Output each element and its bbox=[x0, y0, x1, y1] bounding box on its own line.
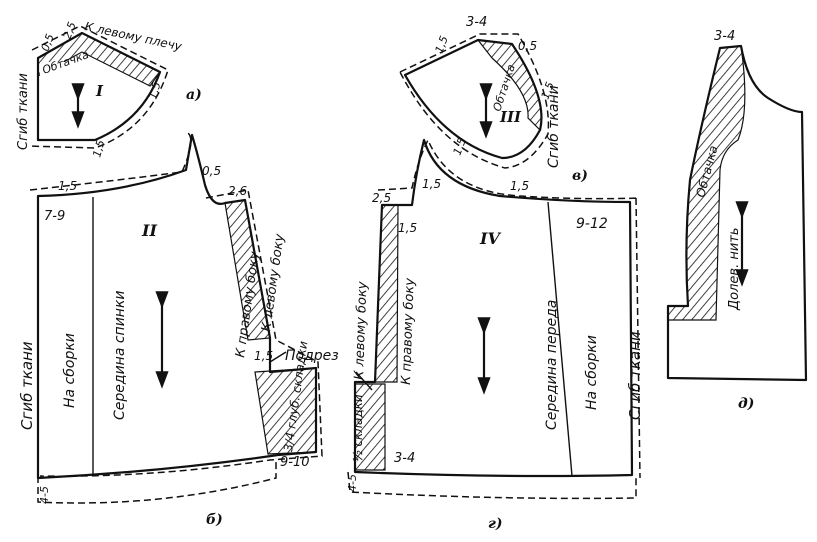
piece-a-fold-label: Сгиб ткани bbox=[16, 73, 31, 150]
piece-v-fold-label: Сгиб ткани bbox=[546, 85, 562, 168]
piece-g-m15a: 1,5 bbox=[398, 221, 417, 235]
piece-a: I Сгиб ткани К левому плечу Обтачка 0,5 … bbox=[16, 19, 202, 159]
piece-d-m34: 3-4 bbox=[714, 29, 735, 44]
piece-d-grain-label: Долев. нить bbox=[727, 227, 742, 311]
piece-v-facing-label: Обтачка bbox=[490, 63, 517, 113]
piece-b-gather-label: На сборки bbox=[62, 333, 78, 408]
figure-label-d: д) bbox=[738, 396, 754, 412]
piece-g-m912: 9-12 bbox=[576, 216, 608, 232]
piece-b-center-label: Середина спинки bbox=[112, 290, 128, 420]
piece-g-center-line bbox=[547, 201, 573, 477]
piece-g-pleat-leader bbox=[355, 371, 373, 391]
piece-d-facing-hatch bbox=[667, 45, 746, 321]
piece-v-number: III bbox=[499, 108, 522, 126]
piece-b-m15: 1,5 bbox=[58, 179, 77, 193]
piece-v-m15b: 1,5 bbox=[539, 80, 557, 101]
piece-a-facing-hatch bbox=[37, 32, 161, 87]
piece-g-m25: 2,5 bbox=[372, 191, 391, 205]
piece-a-m05: 0,5 bbox=[39, 32, 57, 53]
piece-v-m15c: 1,5 bbox=[451, 136, 469, 157]
piece-b-m15side: 1,5 bbox=[254, 349, 273, 363]
piece-v-facing-hatch bbox=[476, 39, 543, 132]
piece-g-outline bbox=[353, 138, 634, 478]
piece-g-pleat-label: ½ складки bbox=[351, 394, 365, 462]
piece-b-side-hatch bbox=[224, 199, 271, 341]
piece-v-m05: 0,5 bbox=[518, 39, 537, 53]
piece-g-hem-allowance bbox=[347, 471, 637, 500]
figure-label-v: в) bbox=[572, 168, 588, 184]
piece-g-m45: 4-5 bbox=[346, 474, 359, 492]
piece-d: Обтачка Долев. нить 3-4 д) bbox=[666, 29, 808, 412]
piece-g-m34: 3-4 bbox=[394, 451, 415, 466]
piece-g-right-side-label: К правому боку bbox=[399, 278, 418, 386]
piece-g-pleat-hatch bbox=[354, 383, 386, 471]
piece-a-number: I bbox=[95, 82, 104, 100]
piece-b-m79: 7-9 bbox=[44, 209, 65, 224]
piece-b-fold-label: Сгиб ткани bbox=[18, 341, 36, 430]
piece-v-seam-allowance bbox=[399, 33, 550, 169]
piece-b-number: II bbox=[141, 221, 157, 240]
piece-g-seam-allowance bbox=[377, 138, 641, 479]
piece-a-facing-label-bg bbox=[40, 62, 76, 76]
figure-label-a: а) bbox=[186, 87, 202, 103]
figure-label-b: б) bbox=[206, 512, 223, 528]
piece-g-number: IV bbox=[479, 229, 501, 248]
piece-b-hem-allowance bbox=[37, 458, 277, 504]
piece-v-m34: 3-4 bbox=[466, 15, 487, 30]
piece-v-m15a: 1,5 bbox=[433, 34, 451, 55]
piece-a-m25: 2,5 bbox=[61, 20, 79, 41]
piece-b-m910: 9-10 bbox=[280, 455, 310, 470]
piece-g-center-label: Середина переда bbox=[544, 300, 560, 430]
piece-g-m15c: 1,5 bbox=[510, 179, 529, 193]
piece-b-cut-leader bbox=[269, 351, 287, 363]
piece-b-left-side-label: К левому боку bbox=[259, 233, 288, 333]
piece-g-side-hatch bbox=[374, 204, 399, 383]
piece-b-cut-label: Подрез bbox=[285, 348, 339, 364]
piece-a-m15a: 1,5 bbox=[146, 81, 163, 101]
piece-b: II Сгиб ткани На сборки Середина спинки … bbox=[18, 132, 339, 528]
piece-b-m05: 0,5 bbox=[202, 164, 221, 178]
piece-b-m45: 4-5 bbox=[38, 486, 51, 504]
piece-g-gather-label: На сборки bbox=[584, 335, 600, 410]
figure-label-g: г) bbox=[488, 516, 503, 532]
piece-a-seam-allowance bbox=[27, 25, 169, 149]
piece-v: III Сгиб ткани Обтачка 3-4 1,5 0,5 1,5 1… bbox=[399, 15, 588, 184]
piece-g-m15b: 1,5 bbox=[422, 177, 441, 191]
piece-b-outline bbox=[36, 133, 318, 480]
piece-b-pleat-hatch bbox=[254, 367, 317, 455]
piece-a-m15b: 1,5 bbox=[90, 139, 107, 159]
piece-g-fold-label: Сгиб ткани bbox=[626, 331, 644, 420]
piece-b-m26: 2,6 bbox=[228, 184, 247, 198]
piece-g-left-side-label: К левому боку bbox=[352, 281, 370, 380]
piece-g: IV К левому боку К правому боку ½ складк… bbox=[346, 138, 644, 532]
piece-b-seam-allowance bbox=[29, 132, 323, 477]
